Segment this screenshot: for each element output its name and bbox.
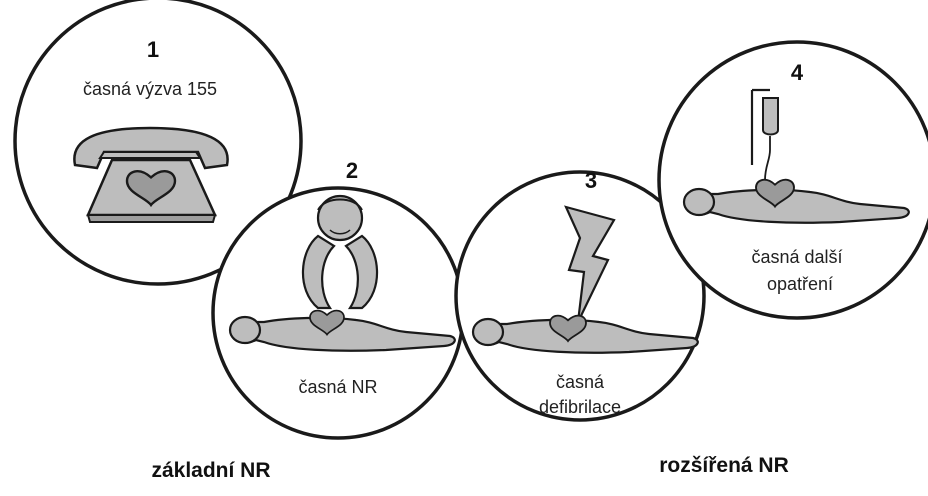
step-2-number: 2 — [346, 158, 358, 183]
basic-life-support-label: základní NR — [151, 459, 270, 482]
step-3-caption-line2: defibrilace — [539, 397, 621, 417]
step-2-caption: časná NR — [298, 377, 377, 397]
advanced-life-support-label: rozšířená NR — [659, 454, 789, 477]
step-4-caption-line1: časná další — [751, 247, 842, 267]
step-4-number: 4 — [791, 60, 804, 85]
step-1-caption: časná výzva 155 — [83, 79, 217, 99]
step-1-number: 1 — [147, 37, 159, 62]
step-3-number: 3 — [585, 168, 597, 193]
step-3-caption-line1: časná — [556, 372, 605, 392]
step-4-caption-line2: opatření — [767, 274, 833, 294]
step-4-circle: 4 časná další opatření — [659, 42, 928, 318]
